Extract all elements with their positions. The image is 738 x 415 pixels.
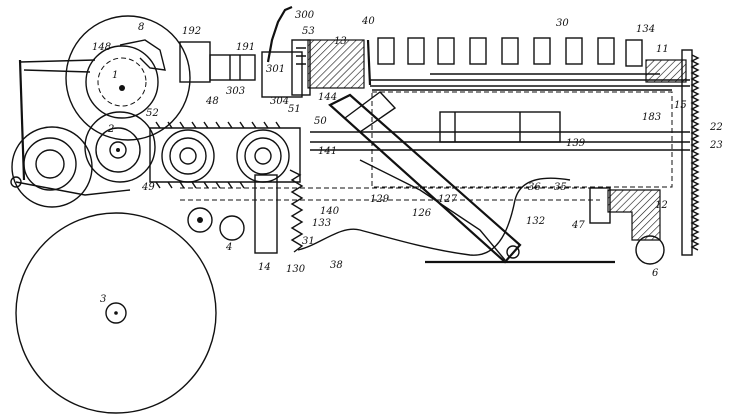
label-134: 134 (636, 24, 655, 35)
label-52: 52 (146, 108, 159, 119)
label-53: 53 (302, 26, 315, 37)
label-133: 133 (312, 218, 331, 229)
label-2: 2 (107, 124, 114, 135)
large-disc (15, 212, 217, 414)
label-48: 48 (205, 96, 219, 107)
label-3: 3 (100, 294, 106, 305)
label-132: 132 (526, 216, 545, 227)
label-36: 36 (528, 182, 541, 193)
label-148: 148 (92, 42, 111, 53)
label-23: 23 (709, 140, 723, 151)
slide-block (179, 41, 256, 83)
label-144: 144 (318, 92, 337, 103)
upright-14 (254, 174, 278, 254)
label-191: 191 (236, 42, 255, 53)
right-rack (681, 49, 700, 256)
label-140: 140 (320, 206, 340, 217)
label-303: 303 (226, 86, 245, 97)
label-49: 49 (141, 182, 155, 193)
label-8: 8 (138, 22, 144, 33)
label-13: 13 (334, 36, 347, 47)
label-129: 129 (370, 194, 390, 205)
label-15: 15 (674, 100, 687, 111)
hatched-block-11 (645, 59, 687, 83)
label-139: 139 (566, 138, 586, 149)
label-304: 304 (270, 96, 289, 107)
label-126: 126 (412, 208, 432, 219)
label-31: 31 (302, 236, 315, 247)
label-6: 6 (652, 268, 659, 279)
label-300: 300 (295, 10, 315, 21)
label-192: 192 (182, 26, 201, 37)
label-51: 51 (288, 104, 301, 115)
label-4: 4 (225, 242, 232, 253)
diagonal-arm (328, 91, 522, 264)
cam-assembly (65, 15, 191, 141)
left-frame-lever (10, 59, 131, 196)
label-50: 50 (314, 116, 327, 127)
tooth-bar (289, 169, 304, 253)
carriage-frame (180, 89, 690, 201)
label-183: 183 (642, 112, 661, 123)
label-301: 301 (266, 64, 285, 75)
hatched-block-12 (589, 187, 661, 241)
label-127: 127 (438, 194, 458, 205)
roller-assembly (11, 111, 156, 208)
label-40: 40 (361, 16, 375, 27)
label-14: 14 (258, 262, 271, 273)
label-47: 47 (571, 220, 585, 231)
key-row (366, 37, 690, 87)
label-12: 12 (655, 200, 668, 211)
label-38: 38 (330, 260, 343, 271)
label-141: 141 (318, 146, 337, 157)
label-130: 130 (286, 264, 306, 275)
label-1: 1 (112, 70, 118, 81)
label-22: 22 (709, 122, 723, 133)
hatched-block-13 (307, 39, 365, 89)
lever-300 (266, 5, 293, 63)
roller-6 (635, 235, 665, 265)
label-30: 30 (556, 18, 569, 29)
small-roller (187, 207, 245, 241)
label-35: 35 (554, 182, 567, 193)
label-11: 11 (656, 44, 669, 55)
gear-pair (149, 121, 301, 189)
curved-lever (297, 177, 571, 256)
reference-labels: 8 192 191 300 53 13 40 30 134 11 148 1 3… (92, 10, 723, 305)
